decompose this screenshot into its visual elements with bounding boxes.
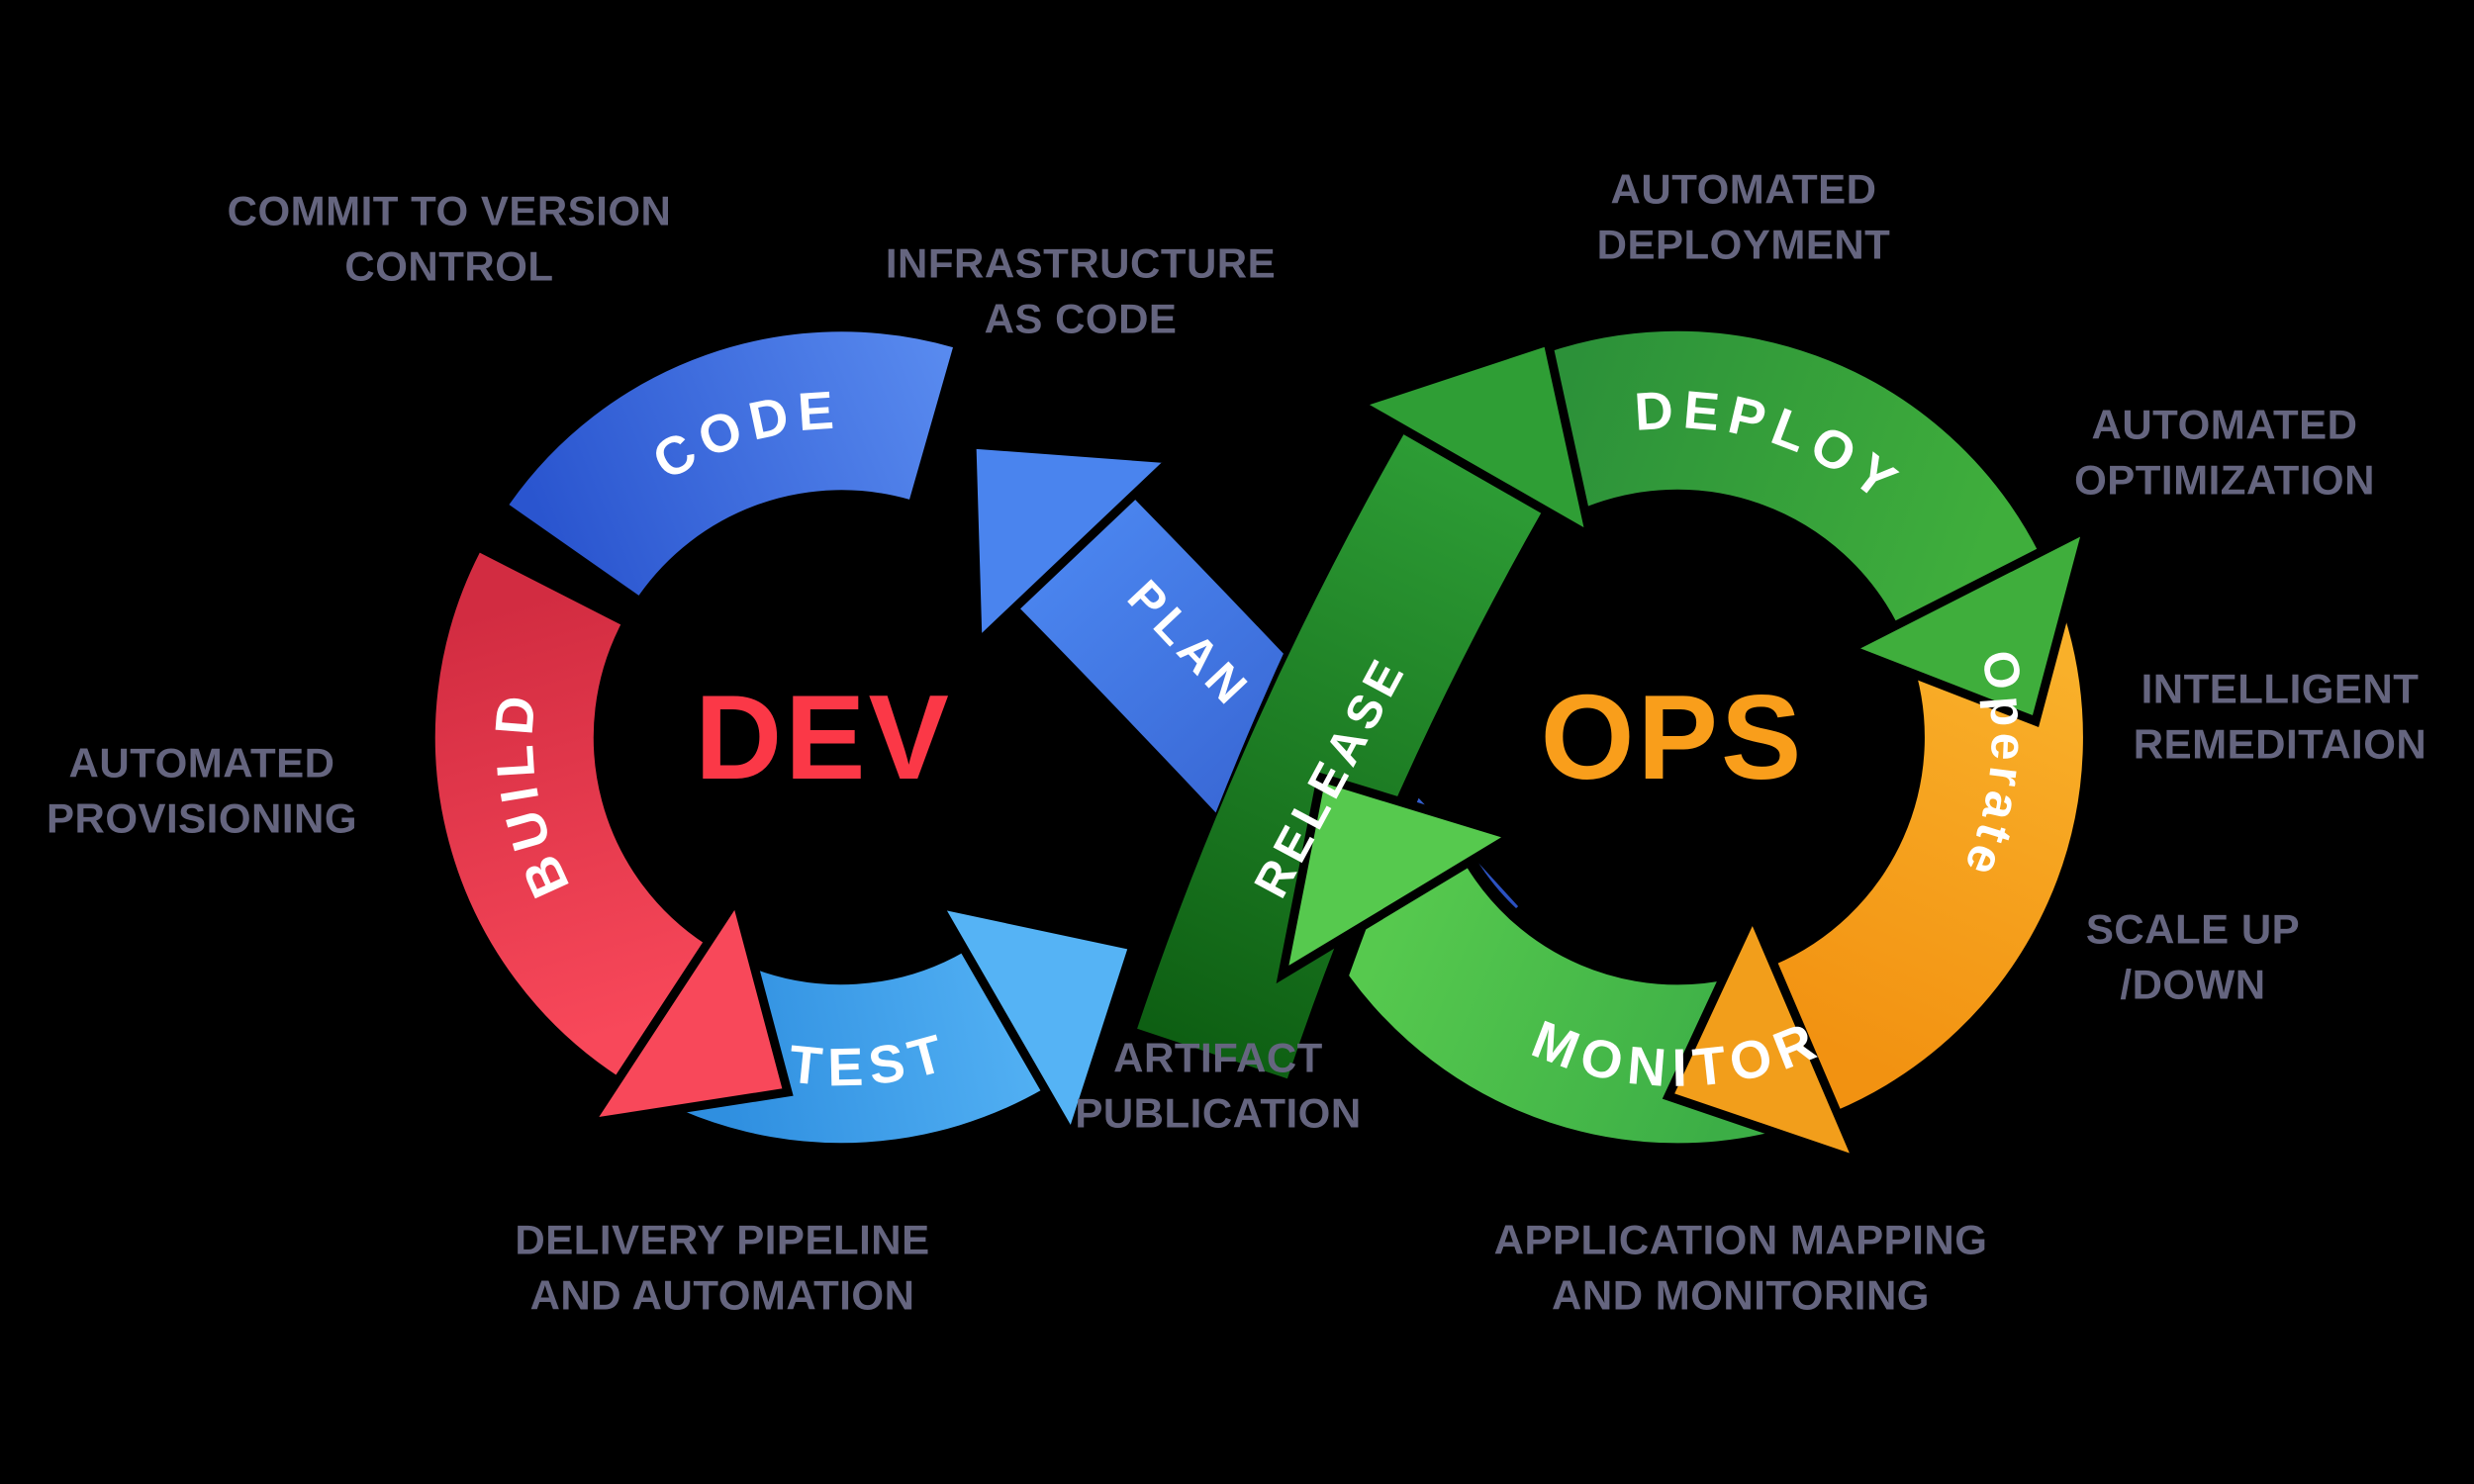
annotation-application-mapping-and-monitoring: APPLICATION MAPPING AND MONITORING xyxy=(1494,1213,1988,1325)
annotation-line: DEPLOYMENT xyxy=(1596,222,1891,268)
annotation-line: DELIVERY PIPELINE xyxy=(515,1216,930,1263)
deploy-segment xyxy=(1518,330,2040,626)
annotation-line: SCALE UP xyxy=(2085,905,2301,953)
annotation-automated-deployment: AUTOMATED DEPLOYMENT xyxy=(1597,162,1891,274)
annotation-intelligent-remeditaion: INTELLIGENT REMEDITAION xyxy=(2134,662,2426,774)
annotation-line: COMMIT TO VERSION xyxy=(227,187,672,234)
monitor-arrowhead xyxy=(1276,772,1523,984)
annotation-line: ARTIFACT xyxy=(1113,1034,1323,1081)
test-arrowhead xyxy=(929,897,1139,1148)
plan-arrowhead xyxy=(967,439,1183,654)
code-segment xyxy=(509,331,953,598)
annotation-line: /DOWN xyxy=(2120,962,2266,1008)
annotation-infrastructure-as-code: INFRASTRUCTURE AS CODE xyxy=(886,236,1276,348)
ops-center-label: OPS xyxy=(1541,670,1805,804)
dev-center-label: DEV xyxy=(695,670,952,804)
annotation-line: INFRASTRUCTURE xyxy=(885,239,1277,287)
annotation-commit-to-version-control: COMMIT TO VERSION CONTROL xyxy=(228,184,672,296)
annotation-line: APPLICATION MAPPING xyxy=(1493,1216,1988,1263)
annotation-line: AND AUTOMATION xyxy=(529,1272,915,1319)
annotation-delivery-pipeline-and-automation: DELIVERY PIPELINE AND AUTOMATION xyxy=(515,1213,929,1325)
annotation-line: AND MONITORING xyxy=(1552,1272,1930,1319)
release-arrowhead xyxy=(1348,335,1597,545)
deploy-arrowhead xyxy=(1838,519,2094,728)
annotation-line: PROVISIONING xyxy=(46,795,358,842)
annotation-automated-optimization: AUTOMATED OPTIMIZATION xyxy=(2074,398,2375,510)
build-arrowhead xyxy=(580,888,794,1129)
operate-arrowhead xyxy=(1662,903,1866,1168)
annotation-line: AUTOMATED xyxy=(1610,165,1877,213)
annotation-line: AUTOMATED xyxy=(68,739,335,787)
annotation-line: AS CODE xyxy=(984,296,1178,342)
annotation-scale-up-down: SCALE UP /DOWN xyxy=(2086,902,2300,1014)
annotation-automated-provisioning: AUTOMATED PROVISIONING xyxy=(47,736,357,848)
annotation-line: OPTIMIZATION xyxy=(2074,457,2375,504)
annotation-artifact-publication: ARTIFACT PUBLICATION xyxy=(1075,1031,1361,1143)
annotation-line: PUBLICATION xyxy=(1075,1090,1362,1137)
build-segment xyxy=(434,552,708,1078)
annotation-line: CONTROL xyxy=(344,243,554,290)
annotation-line: REMEDITAION xyxy=(2133,721,2427,768)
annotation-line: AUTOMATED xyxy=(2091,401,2358,448)
release-band xyxy=(1137,430,1544,1079)
annotation-line: INTELLIGENT xyxy=(2141,665,2420,712)
